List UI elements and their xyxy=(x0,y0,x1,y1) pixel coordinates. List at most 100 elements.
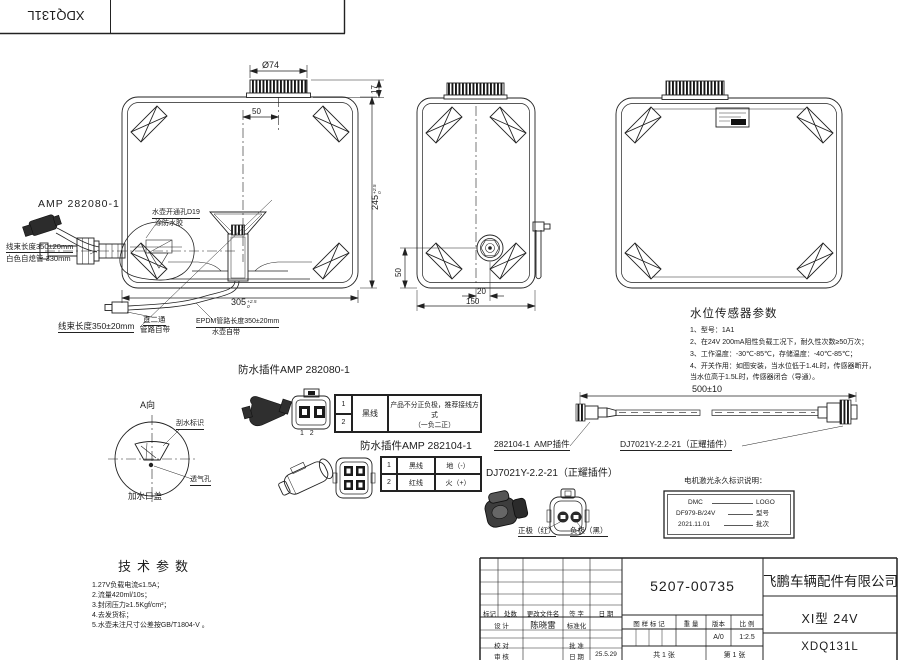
waterproof-glue-label: 涂防水胶 xyxy=(155,220,183,227)
titleblock-company-name: 飞鹏车辆配件有限公司 xyxy=(763,574,898,589)
titleblock-version-header: 版本 xyxy=(712,621,725,628)
titleblock-scale-header: 比 例 xyxy=(739,621,755,628)
laser-mark-row1-right: LOGO xyxy=(756,499,775,506)
vent-hole-label: 透气孔 xyxy=(190,476,211,486)
filler-cap-label: 加水口盖 xyxy=(128,491,163,501)
titleblock-date-value: 25.5.29 xyxy=(595,651,617,658)
titleblock-date-label: 日 期 xyxy=(569,654,584,661)
titleblock-version-value: A/0 xyxy=(713,634,724,641)
connector2-row1-pin: 1 xyxy=(381,457,397,474)
connector1-pins-caption: 1 2 xyxy=(300,430,314,437)
titleblock-audit-label: 审 核 xyxy=(494,654,509,661)
titleblock-model: XI型 24V xyxy=(801,612,859,626)
cable-right-label: DJ7021Y-2.2-21（正耀插件） xyxy=(620,439,733,452)
harness-length-top-label: 线束长度350±20mm xyxy=(6,242,74,254)
tech-params-line1: 1.27V负载电流≤1.5A； xyxy=(92,582,164,589)
tech-params-line3: 3.封闭压力≥1.5Kgf/cm²； xyxy=(92,602,171,609)
sensor-params-line5: 当水位高于1.5L时，传感器闭合（导通）。 xyxy=(690,374,820,381)
tech-params-line4: 4.去发货标； xyxy=(92,612,133,619)
cable-left-label: 282104-1 AMP插件 xyxy=(494,439,570,452)
dim-sensor-offset: 20 xyxy=(477,287,486,296)
laser-mark-row1-left: DMC xyxy=(688,499,703,506)
connector2-row1-wire: 黑线 xyxy=(397,457,435,474)
white-tube-label: 白色自熄管 330mm xyxy=(6,254,71,263)
epdm-tube-label-2: 水壶自带 xyxy=(212,329,240,336)
connector1-wire-cell: 黑线 xyxy=(352,395,388,432)
dj-negative-label: 负极（黑） xyxy=(570,526,608,538)
titleblock-weight-header: 重 量 xyxy=(683,621,699,628)
sensor-params-line3: 3、工作温度：-30℃-85℃，存储温度：-40℃-85℃； xyxy=(690,351,857,358)
laser-mark-row3-right: 批次 xyxy=(756,521,769,528)
tee-label: 直二通 xyxy=(143,315,166,327)
titleblock-sheet-total: 共 1 张 xyxy=(653,652,675,659)
titleblock-stamp-header: 图 样 标 记 xyxy=(633,621,665,628)
titleblock-drawing-code: XDQ131L xyxy=(801,641,859,653)
titleblock-rev-col-mark: 标记 xyxy=(483,611,496,618)
titleblock-designer-name: 陈晓雷 xyxy=(530,620,556,630)
titleblock-rev-col-count: 处数 xyxy=(504,611,517,618)
titleblock-standardization-label: 标准化 xyxy=(566,623,587,630)
tee-label-2: 管路自带 xyxy=(140,325,170,334)
corner-stamp-frame xyxy=(0,0,346,35)
front-view-art xyxy=(22,65,384,328)
tech-params-line2: 2.流量420ml/10s； xyxy=(92,592,152,599)
connector1-title: 防水插件AMP 282080-1 xyxy=(238,364,350,376)
connector1-pin2-cell: 2 xyxy=(335,413,352,432)
titleblock-rev-col-date: 日 期 xyxy=(598,611,614,618)
view-a-art xyxy=(108,415,196,503)
sensor-params-title: 水位传感器参数 xyxy=(690,308,778,320)
dj-connector-title: DJ7021Y-2.2-21（正耀插件） xyxy=(486,468,618,479)
connector2-art xyxy=(278,457,376,499)
connector2-row2-role: 火（+） xyxy=(435,474,481,491)
harness-length-bottom-label: 线束长度350±20mm xyxy=(58,321,135,334)
laser-mark-row2-right: 型号 xyxy=(756,510,769,517)
connector2-title: 防水插件AMP 282104-1 xyxy=(360,440,472,452)
wiper-mark-label: 刮水标识 xyxy=(176,420,204,430)
dj-connector-art xyxy=(484,488,590,536)
kettle-hole-label: 水壶开通孔D19 xyxy=(152,209,200,219)
title-block-grid xyxy=(479,557,898,660)
titleblock-check-label: 校 对 xyxy=(494,643,509,650)
corner-stamp-code: XDQ131L xyxy=(27,7,85,23)
connector2-row2-pin: 2 xyxy=(381,474,397,491)
titleblock-rev-col-file: 更改文件名 xyxy=(526,611,560,618)
connector1-table: 1 黑线 产品不分正负极，推荐接线方式（一负二正） 2 xyxy=(334,394,482,433)
epdm-tube-label: EPDM管路长度350±20mm xyxy=(196,318,280,328)
tech-params-title: 技术参数 xyxy=(118,559,195,574)
titleblock-approve-label: 批 准 xyxy=(569,643,584,650)
titleblock-part-number: 5207-00735 xyxy=(650,578,735,594)
laser-mark-box xyxy=(663,490,795,539)
sensor-params-line4: 4、开关作用：如图安装，当水位低于1.4L时，传感器断开， xyxy=(690,363,876,370)
sensor-params-line1: 1、型号：1A1 xyxy=(690,327,735,334)
titleblock-scale-value: 1:2.5 xyxy=(739,634,755,641)
cable-dim: 500±10 xyxy=(692,384,722,394)
dim-cap-offset: 50 xyxy=(252,107,261,116)
laser-mark-row2-left: DF979-B/24V xyxy=(676,510,716,517)
dim-cap-diameter: Ø74 xyxy=(262,60,280,70)
view-a-title: A向 xyxy=(140,400,156,410)
connector1-note-cell: 产品不分正负极，推荐接线方式（一负二正） xyxy=(388,395,481,432)
amp-connector-label: AMP 282080-1 xyxy=(38,198,120,210)
side-view-art xyxy=(400,82,551,311)
titleblock-sheet-number: 第 1 张 xyxy=(723,652,746,659)
sensor-params-line2: 2、在24V 200mA阻性负载工况下，耐久性次数≥50万次； xyxy=(690,339,869,346)
laser-mark-title: 电机激光永久标识说明： xyxy=(684,476,767,485)
connector1-pin1-cell: 1 xyxy=(335,395,352,414)
titleblock-design-label: 设 计 xyxy=(494,623,509,630)
connector2-table: 1 黑线 地（-） 2 红线 火（+） xyxy=(380,456,482,492)
cable-assembly-art xyxy=(569,392,858,447)
tech-params-line5: 5.水壶未注尺寸公差按GB/T1804-V 。 xyxy=(92,622,209,629)
dim-cap-height: 17 xyxy=(370,85,379,94)
dj-positive-label: 正极（红） xyxy=(518,526,556,538)
connector2-row1-role: 地（-） xyxy=(435,457,481,474)
titleblock-rev-col-sign: 签 字 xyxy=(569,611,584,618)
connector2-row2-wire: 红线 xyxy=(397,474,435,491)
back-view-art xyxy=(615,80,843,289)
dim-tank-depth: 150 xyxy=(466,297,480,306)
connector1-art xyxy=(241,388,331,430)
laser-mark-row3-left: 2021.11.01 xyxy=(678,521,711,528)
